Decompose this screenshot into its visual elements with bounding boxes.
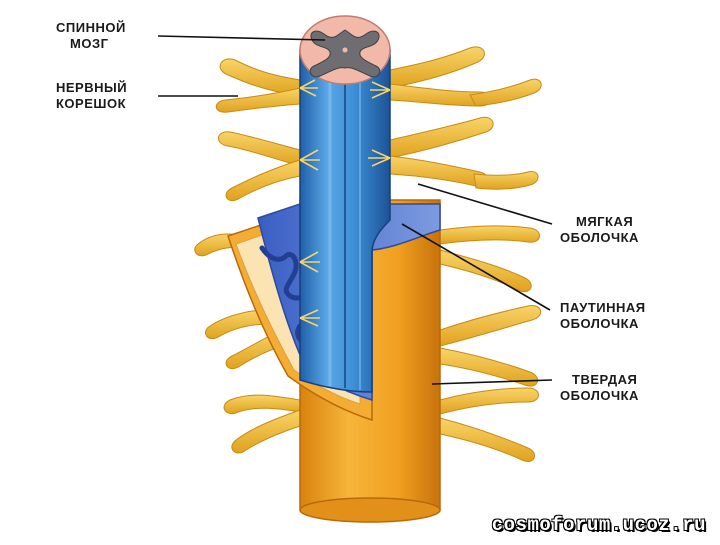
leader-pia-mater: [417, 183, 553, 225]
leader-spinal-cord: [157, 35, 326, 41]
leader-lines: [157, 35, 553, 385]
label-spinal-cord: СПИННОЙ МОЗГ: [56, 20, 126, 51]
label-dura-mater: ТВЕРДАЯ ОБОЛОЧКА: [560, 372, 639, 403]
leader-arachnoid: [401, 223, 551, 311]
pia-mater-column: [299, 49, 391, 393]
label-nerve-root: НЕРВНЫЙ КОРЕШОК: [56, 80, 128, 111]
watermark-text: cosmoforum.ucoz.ru: [491, 514, 706, 536]
label-pia-mater: МЯГКАЯ ОБОЛОЧКА: [560, 214, 639, 245]
nerve-roots-right: [389, 46, 542, 462]
rootlet-fibers: [299, 79, 391, 327]
label-arachnoid: ПАУТИННАЯ ОБОЛОЧКА: [560, 300, 646, 331]
leader-dura-mater: [431, 379, 553, 385]
spinal-cord-cross-section: [299, 15, 391, 85]
